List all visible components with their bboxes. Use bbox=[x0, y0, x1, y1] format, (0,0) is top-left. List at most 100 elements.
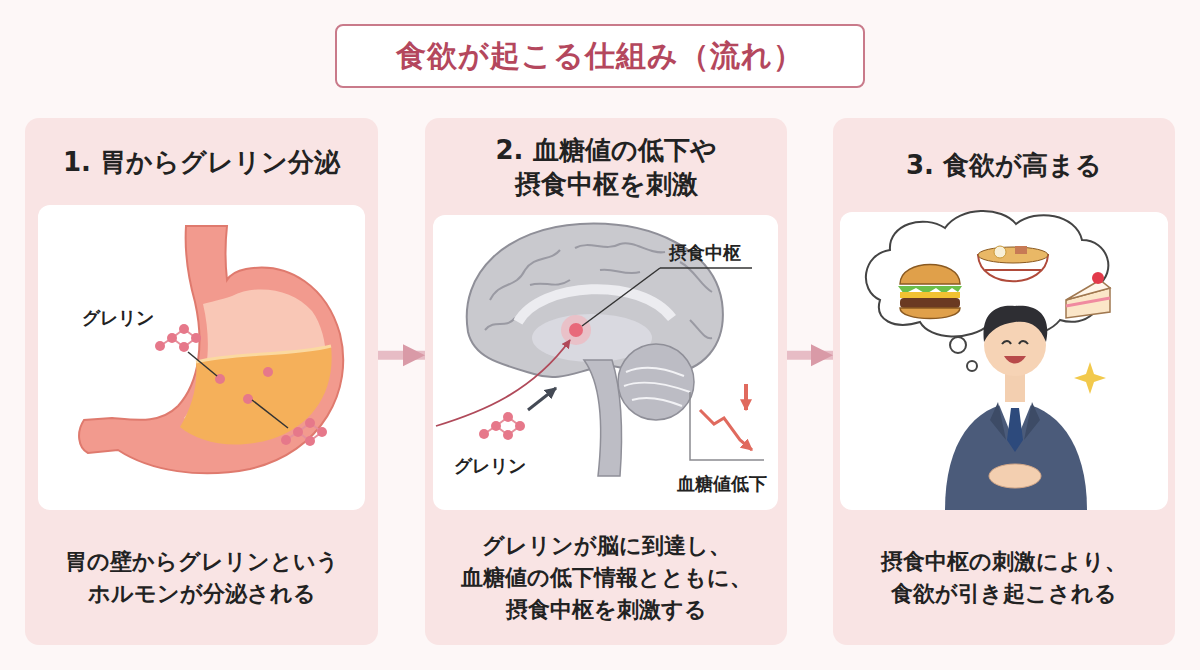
ramen-icon bbox=[978, 246, 1048, 281]
person-illustration bbox=[1005, 370, 1025, 404]
person-illustration bbox=[983, 306, 1047, 342]
ghrelin-molecule bbox=[317, 427, 327, 437]
process-panel: 3. 食欲が高まる摂食中枢の刺激により、 食欲が引き起こされる bbox=[833, 118, 1175, 645]
person-illustration bbox=[990, 402, 1040, 440]
brain-illustration bbox=[561, 315, 591, 345]
thought-bubble bbox=[950, 337, 966, 353]
brain-illustration bbox=[467, 224, 723, 476]
process-panel: 1. 胃からグレリン分泌胃の壁からグレリンという ホルモンが分泌される グレリン bbox=[25, 118, 378, 645]
illustration-label: グレリン bbox=[82, 307, 154, 329]
sparkle-icon bbox=[1074, 362, 1106, 394]
ghrelin-molecule bbox=[179, 342, 189, 352]
stomach-illustration bbox=[79, 226, 343, 473]
ramen-icon bbox=[1015, 246, 1027, 254]
burger-icon bbox=[898, 265, 962, 319]
ghrelin-pathway bbox=[436, 340, 570, 426]
person-illustration bbox=[1004, 356, 1026, 364]
brain-illustration bbox=[618, 344, 694, 420]
leader-line bbox=[582, 268, 660, 326]
brain-illustration bbox=[624, 368, 690, 406]
ghrelin-pathway bbox=[436, 340, 570, 426]
ghrelin-molecule bbox=[160, 329, 196, 347]
brain-illustration bbox=[518, 289, 672, 322]
title-box: 食欲が起こる仕組み（流れ） bbox=[335, 24, 865, 88]
burger-icon bbox=[900, 308, 960, 319]
person-illustration bbox=[998, 402, 1032, 444]
person-illustration bbox=[1002, 341, 1028, 344]
cake-icon bbox=[1092, 272, 1104, 284]
ghrelin-molecule bbox=[155, 341, 165, 351]
stomach-illustration bbox=[215, 374, 225, 384]
ramen-icon bbox=[978, 255, 1048, 281]
burger-icon bbox=[900, 265, 960, 285]
brain-illustration bbox=[467, 224, 723, 377]
illustration-box: 摂食中枢グレリン血糖値低下 bbox=[433, 215, 778, 510]
illustration-box: グレリン bbox=[38, 205, 365, 510]
stomach-illustration bbox=[243, 394, 253, 404]
ghrelin-molecule bbox=[286, 423, 322, 441]
blood-sugar-chart bbox=[690, 384, 764, 460]
ghrelin-molecule bbox=[281, 435, 291, 445]
process-panel: 2. 血糖値の低下や 摂食中枢を刺激グレリンが脳に到達し、 血糖値の低下情報とと… bbox=[425, 118, 787, 645]
thought-bubble bbox=[866, 211, 1108, 371]
cake-icon bbox=[1066, 272, 1110, 318]
blood-sugar-chart bbox=[690, 392, 764, 460]
sparkle-icon bbox=[1074, 362, 1106, 394]
ghrelin-molecule bbox=[503, 412, 513, 422]
ramen-icon bbox=[978, 247, 1048, 263]
leader-line bbox=[188, 352, 288, 428]
person-illustration bbox=[945, 402, 1087, 510]
stomach-illustration bbox=[79, 226, 343, 473]
illustration-label: 摂食中枢 bbox=[669, 242, 741, 264]
ghrelin-molecule bbox=[515, 421, 525, 431]
leader-line bbox=[252, 400, 288, 428]
ghrelin-molecule bbox=[191, 333, 201, 343]
ramen-icon bbox=[985, 269, 1041, 271]
ghrelin-molecule bbox=[179, 324, 189, 334]
brain-illustration bbox=[569, 323, 583, 337]
leader-line bbox=[188, 352, 217, 376]
ghrelin-molecule bbox=[167, 333, 177, 343]
burger-icon bbox=[900, 292, 960, 298]
thought-bubble bbox=[866, 211, 1108, 337]
leader-line bbox=[582, 268, 752, 326]
person-illustration bbox=[984, 314, 1046, 376]
ghrelin-molecule bbox=[305, 418, 315, 428]
ghrelin-molecule bbox=[305, 436, 315, 446]
person-illustration bbox=[1007, 408, 1023, 452]
illustration-label: グレリン bbox=[454, 455, 526, 477]
ghrelin-molecule bbox=[479, 429, 489, 439]
ghrelin-molecule bbox=[491, 421, 501, 431]
brain-illustration bbox=[584, 360, 622, 476]
illustration-box bbox=[840, 212, 1168, 510]
illustration-box bbox=[840, 212, 1168, 510]
cake-icon bbox=[1066, 280, 1110, 300]
flow-arrow bbox=[378, 351, 425, 360]
ghrelin-molecule bbox=[293, 427, 303, 437]
panel-heading: 3. 食欲が高まる bbox=[847, 118, 1161, 212]
ghrelin-molecule bbox=[484, 417, 520, 435]
stomach-illustration bbox=[184, 289, 326, 438]
ghrelin-molecule bbox=[281, 418, 327, 446]
panel-description: 摂食中枢の刺激により、 食欲が引き起こされる bbox=[847, 510, 1161, 645]
panel-heading: 1. 胃からグレリン分泌 bbox=[39, 118, 364, 205]
stomach-illustration bbox=[196, 346, 331, 362]
panel-description: 胃の壁からグレリンという ホルモンが分泌される bbox=[39, 510, 364, 645]
person-illustration bbox=[989, 464, 1041, 488]
brain-illustration bbox=[485, 243, 712, 338]
cake-icon bbox=[1066, 298, 1110, 306]
burger-icon bbox=[898, 286, 962, 294]
stomach-illustration bbox=[263, 367, 273, 377]
illustration-label: 血糖値低下 bbox=[677, 473, 767, 495]
ghrelin-pathway bbox=[528, 388, 556, 410]
blood-sugar-chart bbox=[744, 384, 748, 410]
ramen-icon bbox=[994, 246, 1006, 258]
blood-sugar-chart bbox=[700, 410, 752, 450]
stomach-illustration bbox=[180, 346, 332, 445]
ghrelin-molecule bbox=[155, 324, 201, 352]
diagram-title: 食欲が起こる仕組み（流れ） bbox=[396, 36, 804, 77]
leader-line bbox=[660, 267, 752, 269]
ghrelin-molecule bbox=[503, 430, 513, 440]
